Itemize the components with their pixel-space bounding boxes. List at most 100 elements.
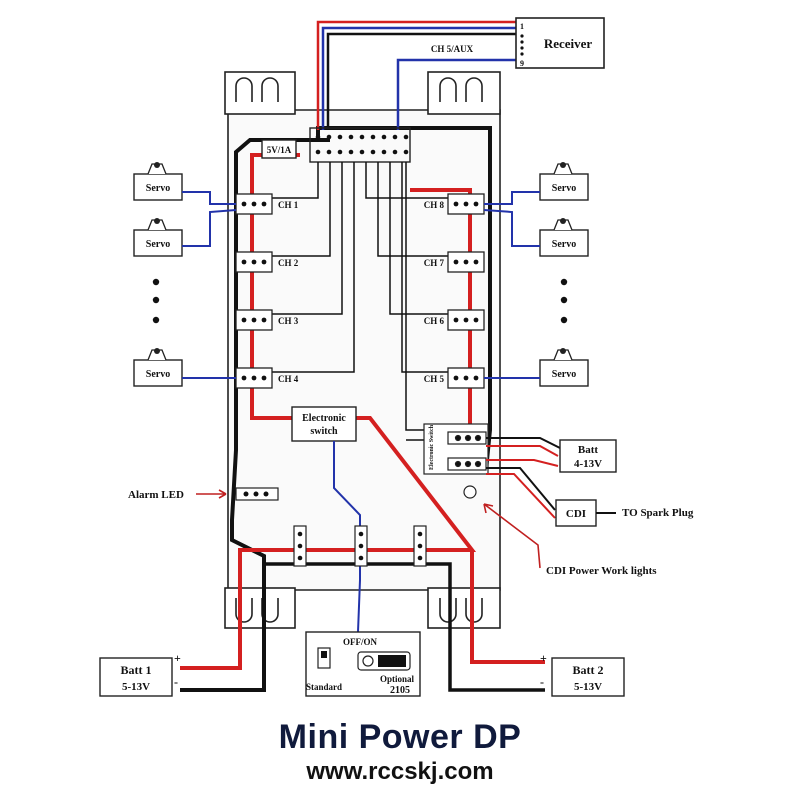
batt-small-box: [559, 439, 617, 473]
cdi-lights-label: CDI Power Work lights: [546, 565, 657, 577]
servo: [539, 348, 589, 387]
batt2-minus: -: [540, 675, 544, 689]
standard-switch-knob: [321, 651, 327, 658]
cdi-lights-arrow: [483, 503, 541, 569]
batt-small-wires: [486, 437, 561, 519]
channel-label: CH 6: [424, 316, 445, 326]
header-pin: [315, 149, 321, 155]
servo-wire: [483, 209, 540, 247]
batt-small-range: 4-13V: [574, 458, 602, 470]
ellipsis-dot: [152, 278, 160, 286]
servo-wire: [182, 209, 237, 247]
switch-offon-label: OFF/ON: [343, 637, 377, 647]
header-pin: [337, 134, 343, 140]
servo: [539, 218, 589, 257]
channel-connector: [235, 193, 273, 215]
header-pin: [403, 134, 409, 140]
spark-plug-label: TO Spark Plug: [622, 507, 694, 519]
ch5-aux-label: CH 5/AUX: [431, 44, 474, 54]
servo-wire: [182, 191, 236, 205]
channel-connector: [447, 309, 485, 331]
batt1-name: Batt 1: [121, 663, 152, 677]
batt2-box: [551, 657, 625, 697]
header-pin: [326, 149, 332, 155]
receiver-pins: [520, 34, 524, 56]
footer-title: Mini Power DP: [278, 718, 522, 756]
channel-label: CH 3: [278, 316, 299, 326]
receiver-box: [515, 17, 605, 69]
small-switch-connectors: [447, 431, 487, 471]
channel-label: CH 4: [278, 374, 299, 384]
servo-label: Servo: [146, 369, 170, 380]
ellipsis-dot: [152, 316, 160, 324]
cdi-box: [555, 499, 597, 527]
servo-label: Servo: [552, 183, 576, 194]
channel-connector: [447, 367, 485, 389]
batt-small-name: Batt: [578, 444, 599, 456]
ellipsis-dot: [560, 296, 568, 304]
batt2-range: 5-13V: [574, 681, 602, 693]
electronic-switch-line1: Electronic: [302, 413, 346, 424]
alarm-led-label: Alarm LED: [128, 489, 184, 501]
regulator-box: [261, 139, 297, 159]
header-pin: [359, 134, 365, 140]
alarm-led-arrow: [196, 489, 227, 499]
header-pin: [348, 149, 354, 155]
servo: [539, 162, 589, 201]
channel-connector: [447, 193, 485, 215]
header-pin: [370, 134, 376, 140]
header-pin: [370, 149, 376, 155]
header-pin: [392, 134, 398, 140]
footer-url: www.rccskj.com: [306, 758, 494, 785]
channel-connector: [235, 309, 273, 331]
header-pin-dots: [315, 134, 409, 155]
channel-label: CH 5: [424, 374, 445, 384]
header-pin: [359, 149, 365, 155]
electronic-switch-box: [291, 406, 357, 442]
channel-connector: [235, 367, 273, 389]
receiver-label: Receiver: [544, 36, 593, 51]
header-pin: [348, 134, 354, 140]
receiver-pin-1: 1: [520, 22, 524, 31]
channel-connector: [447, 251, 485, 273]
optional-switch-button: [362, 655, 374, 667]
optional-switch-display: [378, 655, 406, 667]
header-pin: [326, 134, 332, 140]
ellipsis-dot: [560, 316, 568, 324]
servo: [133, 348, 183, 387]
servo-label: Servo: [146, 239, 170, 250]
batt1-plus: +: [174, 651, 181, 665]
receiver-pin-9: 9: [520, 59, 524, 68]
servo-wire: [484, 191, 540, 205]
servo: [133, 218, 183, 257]
channel-label: CH 1: [278, 200, 299, 210]
bottom-connector-pins: [297, 531, 423, 561]
header-pin: [315, 134, 321, 140]
batt2-name: Batt 2: [573, 663, 604, 677]
batt1-range: 5-13V: [122, 681, 150, 693]
batt1-minus: -: [174, 675, 178, 689]
batt1-box: [99, 657, 173, 697]
switch-standard-label: Standard: [306, 682, 342, 692]
channel-connector: [235, 251, 273, 273]
header-pin: [381, 149, 387, 155]
header-pin: [337, 149, 343, 155]
cdi-label: CDI: [566, 508, 586, 520]
channel-label: CH 2: [278, 258, 299, 268]
switch-optional-label: Optional: [380, 674, 415, 684]
channel-label: CH 8: [424, 200, 445, 210]
switch-model-label: 2105: [390, 685, 410, 696]
servo-label: Servo: [552, 369, 576, 380]
header-pins: [309, 127, 411, 163]
servo-label: Servo: [146, 183, 170, 194]
electronic-switch-line2: switch: [310, 426, 338, 437]
servo-label: Servo: [552, 239, 576, 250]
header-pin: [403, 149, 409, 155]
ellipsis-dot: [152, 296, 160, 304]
ground-wire: [180, 126, 492, 692]
small-switch-label: Electronic Switch: [429, 424, 435, 470]
receiver-wires: [316, 20, 518, 130]
servo: [133, 162, 183, 201]
